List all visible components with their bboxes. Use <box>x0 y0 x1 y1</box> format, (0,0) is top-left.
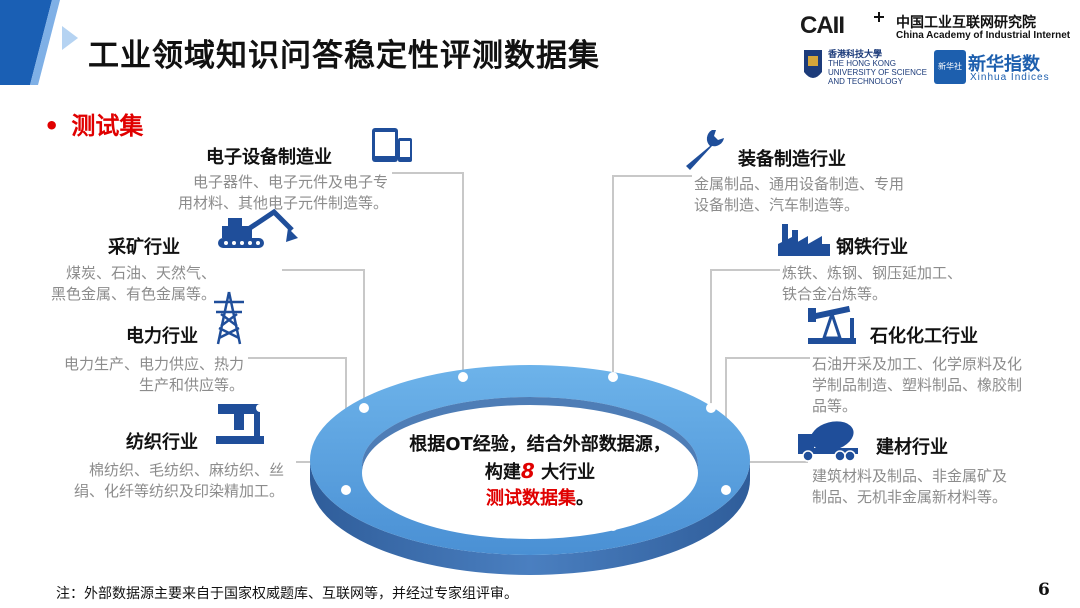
ring-dot <box>608 521 618 531</box>
connector-mining <box>282 269 365 408</box>
ring-dot <box>608 372 618 382</box>
hkust-name-en-2: UNIVERSITY OF SCIENCE <box>828 68 927 77</box>
center-line-2-post: 大行业 <box>534 462 596 483</box>
center-highlight: 测试数据集 <box>486 488 576 509</box>
xinhua-name-en: Xinhua Indices <box>970 72 1050 83</box>
industry-title-mining: 采矿行业 <box>108 237 180 258</box>
industry-desc-line: 生产和供应等。 <box>138 376 244 394</box>
oil-pump-icon <box>808 305 856 344</box>
industry-desc-line: 石油开采及加工、化学原料及化 <box>812 355 1023 373</box>
corner-decoration <box>0 0 78 85</box>
industry-desc-electronics: 电子器件、电子元件及电子专 用材料、其他电子元件制造等。 <box>150 172 388 214</box>
factory-icon <box>778 224 830 256</box>
center-line-3: 测试数据集。 <box>360 486 720 512</box>
concrete-mixer-icon <box>798 421 858 462</box>
hkust-crest-icon <box>804 50 822 78</box>
industry-title-power: 电力行业 <box>126 326 198 347</box>
center-line-2-pre: 构建 <box>484 462 521 483</box>
hkust-name-cn: 香港科技大學 <box>828 49 883 59</box>
hkust-name: 香港科技大學 THE HONG KONG UNIVERSITY OF SCIEN… <box>828 49 927 87</box>
connector-steel <box>710 269 780 408</box>
tablet-phone-icon <box>372 128 412 162</box>
xinhua-badge-text: 新华社 <box>938 62 962 71</box>
center-summary: 根据OT经验，结合外部数据源， 构建8 大行业 测试数据集。 <box>360 432 720 512</box>
page-number: 6 <box>1038 580 1050 600</box>
section-label: 测试集 <box>71 112 144 140</box>
hkust-name-en-3: AND TECHNOLOGY <box>828 77 903 86</box>
xinhua-name-cn: 新华指数 <box>968 54 1040 75</box>
ring-dot <box>458 521 468 531</box>
ring-dot <box>721 485 731 495</box>
industry-desc-line: 用材料、其他电子元件制造等。 <box>177 194 388 212</box>
ring-dot <box>458 372 468 382</box>
industry-desc-line: 煤炭、石油、天然气、 <box>65 264 216 282</box>
page-title: 工业领域知识问答稳定性评测数据集 <box>88 38 600 74</box>
hkust-name-en-1: THE HONG KONG <box>828 59 897 68</box>
industry-count: 8 <box>520 459 535 483</box>
industry-desc-mining: 煤炭、石油、天然气、 黑色金属、有色金属等。 <box>20 263 216 305</box>
industry-desc-building: 建筑材料及制品、非金属矿及 制品、无机非金属新材料等。 <box>812 466 1062 508</box>
industry-desc-equipment: 金属制品、通用设备制造、专用 设备制造、汽车制造等。 <box>694 174 964 216</box>
industry-desc-line: 电子器件、电子元件及电子专 <box>192 173 388 191</box>
industry-desc-steel: 炼铁、炼钢、钢压延加工、 铁合金冶炼等。 <box>782 263 1022 305</box>
ring-dot <box>706 403 716 413</box>
industry-desc-textile: 棉纺织、毛纺织、麻纺织、丝 绢、化纤等纺织及印染精加工。 <box>20 460 284 502</box>
section-heading: • 测试集 <box>44 106 143 141</box>
industry-desc-line: 设备制造、汽车制造等。 <box>694 196 860 214</box>
power-tower-icon <box>214 291 244 345</box>
industry-desc-line: 金属制品、通用设备制造、专用 <box>694 175 905 193</box>
industry-desc-line: 电力生产、电力供应、热力 <box>63 355 244 373</box>
caii-plus-icon <box>874 12 884 22</box>
center-line-2: 构建8 大行业 <box>360 458 720 486</box>
footnote: 注：外部数据源主要来自于国家权威题库、互联网等，并经过专家组评审。 <box>56 586 518 602</box>
xinhua-badge: 新华社 <box>934 50 966 84</box>
industry-title-textile: 纺织行业 <box>126 432 198 453</box>
wrench-icon <box>686 130 724 170</box>
industry-title-electronics: 电子设备制造业 <box>206 147 332 168</box>
industry-title-petrochem: 石化化工行业 <box>870 326 978 347</box>
ring-dot <box>341 485 351 495</box>
industry-desc-line: 学制品制造、塑料制品、橡胶制 <box>812 376 1023 394</box>
industry-title-steel: 钢铁行业 <box>836 237 908 258</box>
industry-desc-line: 炼铁、炼钢、钢压延加工、 <box>782 264 963 282</box>
industry-desc-line: 棉纺织、毛纺织、麻纺织、丝 <box>88 461 284 479</box>
bullet-dot: • <box>44 112 60 140</box>
caii-name-cn: 中国工业互联网研究院 <box>896 15 1036 31</box>
excavator-icon <box>218 208 298 248</box>
caii-name-en: China Academy of Industrial Internet <box>896 30 1071 41</box>
industry-desc-line: 品等。 <box>812 397 858 415</box>
connector-equipment <box>612 175 692 377</box>
industry-desc-line: 建筑材料及制品、非金属矿及 <box>812 467 1008 485</box>
caii-logo: CAII <box>800 12 845 39</box>
ring-graphic <box>310 365 750 575</box>
industry-desc-line: 黑色金属、有色金属等。 <box>50 285 216 303</box>
ring-dot <box>359 403 369 413</box>
sewing-machine-icon <box>216 404 264 444</box>
industry-title-building: 建材行业 <box>876 437 948 458</box>
center-line-1: 根据OT经验，结合外部数据源， <box>409 434 671 455</box>
connector-electronics <box>392 172 464 377</box>
center-line-3-end: 。 <box>576 488 594 509</box>
industry-desc-line: 制品、无机非金属新材料等。 <box>812 488 1008 506</box>
industry-desc-petrochem: 石油开采及加工、化学原料及化 学制品制造、塑料制品、橡胶制 品等。 <box>812 354 1072 417</box>
industry-desc-line: 铁合金冶炼等。 <box>782 285 888 303</box>
industry-desc-power: 电力生产、电力供应、热力 生产和供应等。 <box>20 354 244 396</box>
industry-desc-line: 绢、化纤等纺织及印染精加工。 <box>73 482 284 500</box>
industry-title-equipment: 装备制造行业 <box>738 149 846 170</box>
